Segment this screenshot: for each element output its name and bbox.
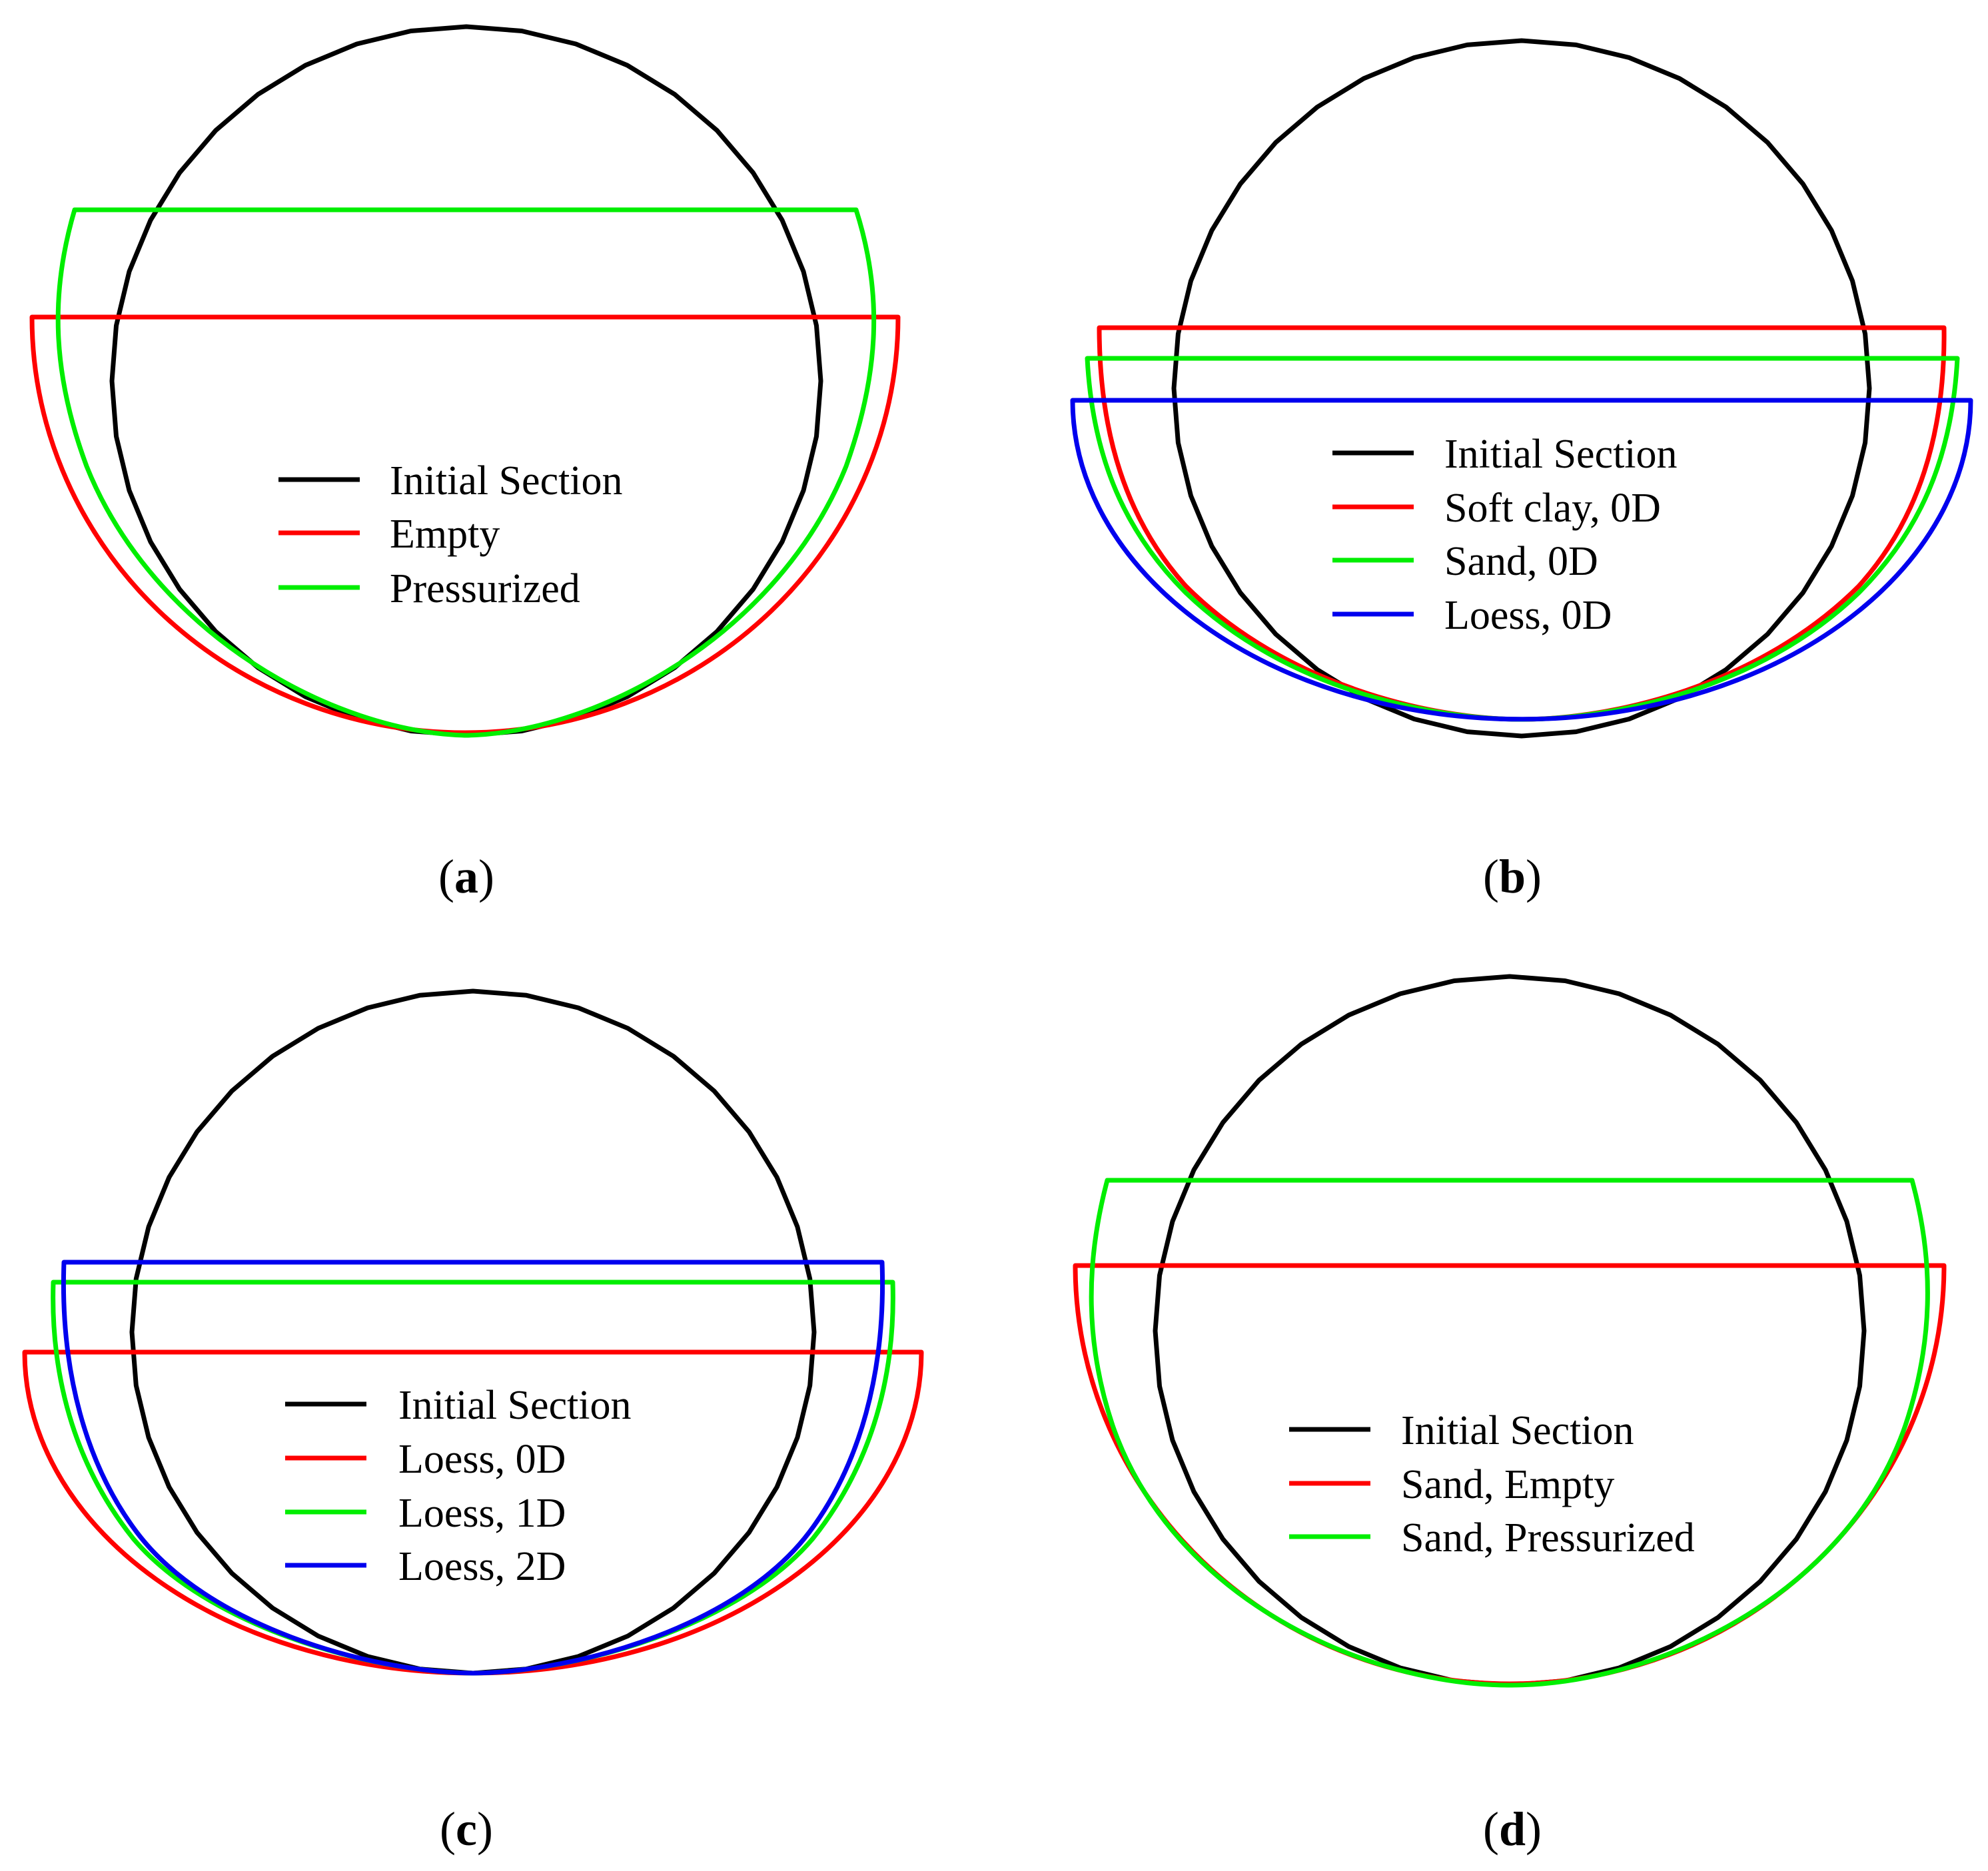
panel-c-loess-2d-section — [61, 1260, 885, 1676]
panel-a-legend: Initial Section Empty Pressurized — [278, 458, 623, 611]
legend-label: Loess, 0D — [398, 1437, 566, 1482]
panel-b-label: (b) — [1483, 850, 1542, 903]
panel-letter: a — [454, 850, 478, 903]
panel-d-shapes — [1073, 974, 1947, 1688]
panel-b-loess-section — [1070, 398, 1973, 722]
panel-a-initial-section — [109, 24, 823, 738]
legend-label: Loess, 1D — [398, 1491, 566, 1536]
panel-d-label: (d) — [1483, 1802, 1542, 1856]
legend-label: Soft clay, 0D — [1444, 486, 1661, 531]
panel-letter: c — [456, 1802, 477, 1856]
legend-label: Empty — [390, 512, 500, 557]
panel-c: Initial Section Loess, 0D Loess, 1D Loes… — [22, 988, 924, 1856]
legend-label: Initial Section — [398, 1383, 632, 1428]
panel-c-shapes — [22, 988, 924, 1676]
panel-letter: d — [1499, 1802, 1526, 1856]
panel-a-shapes — [29, 24, 901, 738]
legend-label: Loess, 0D — [1444, 593, 1612, 638]
panel-a-pressurized-section — [55, 207, 877, 738]
legend-label: Sand, 0D — [1444, 539, 1598, 584]
panel-a-label: (a) — [438, 850, 494, 903]
panel-a: Initial Section Empty Pressurized (a) — [29, 24, 901, 903]
panel-c-label: (c) — [440, 1802, 493, 1856]
panel-d: Initial Section Sand, Empty Sand, Pressu… — [1073, 974, 1947, 1856]
panel-b-shapes — [1070, 38, 1973, 739]
panel-d-sand-pressurized-section — [1089, 1178, 1930, 1688]
panel-b-initial-section — [1171, 38, 1872, 739]
panel-c-legend: Initial Section Loess, 0D Loess, 1D Loes… — [285, 1383, 632, 1589]
legend-label: Sand, Empty — [1401, 1462, 1614, 1507]
legend-label: Initial Section — [390, 458, 623, 504]
legend-label: Initial Section — [1401, 1408, 1634, 1453]
legend-label: Initial Section — [1444, 432, 1678, 477]
panel-b-legend: Initial Section Soft clay, 0D Sand, 0D L… — [1332, 432, 1678, 638]
panel-d-initial-section — [1153, 974, 1867, 1688]
panel-d-legend: Initial Section Sand, Empty Sand, Pressu… — [1289, 1408, 1695, 1561]
legend-label: Pressurized — [390, 566, 580, 611]
legend-label: Sand, Pressurized — [1401, 1515, 1695, 1561]
panel-b: Initial Section Soft clay, 0D Sand, 0D L… — [1070, 38, 1973, 903]
legend-label: Loess, 2D — [398, 1544, 566, 1589]
panel-letter: b — [1499, 850, 1526, 903]
panel-a-empty-section — [29, 314, 901, 735]
